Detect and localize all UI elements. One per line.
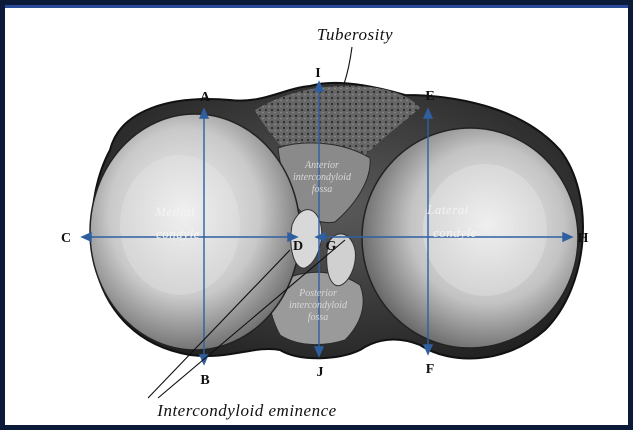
tuberosity-leader	[344, 47, 352, 84]
anterior-fossa-label-2: intercondyloid	[293, 172, 352, 183]
point-label-C: C	[61, 231, 71, 246]
anterior-fossa-label-3: fossa	[312, 184, 333, 195]
point-label-G: G	[326, 239, 337, 254]
medial-condyle-label-1: Medial	[154, 204, 195, 219]
posterior-fossa-label-2: intercondyloid	[289, 300, 348, 311]
point-label-D: D	[293, 239, 303, 254]
tuberosity-label: Tuberosity	[317, 25, 393, 44]
point-label-H: H	[578, 231, 589, 246]
lateral-condyle-label-1: Lateral	[426, 202, 469, 217]
intercondyloid-eminence-label: Intercondyloid eminence	[156, 401, 336, 420]
medial-condyle-highlight	[120, 155, 240, 295]
point-label-E: E	[425, 89, 434, 104]
point-label-F: F	[426, 362, 435, 377]
point-label-J: J	[317, 365, 324, 380]
anterior-fossa-label-1: Anterior	[304, 160, 339, 171]
point-label-B: B	[200, 373, 209, 388]
medial-condyle-label-2: condyle	[156, 226, 200, 241]
posterior-fossa-label-3: fossa	[308, 312, 329, 323]
posterior-fossa-label-1: Posterior	[298, 288, 337, 299]
point-label-A: A	[200, 90, 211, 105]
point-label-I: I	[315, 66, 320, 81]
arrow-C	[82, 233, 91, 241]
lateral-condyle-label-2: condyle	[433, 225, 477, 240]
